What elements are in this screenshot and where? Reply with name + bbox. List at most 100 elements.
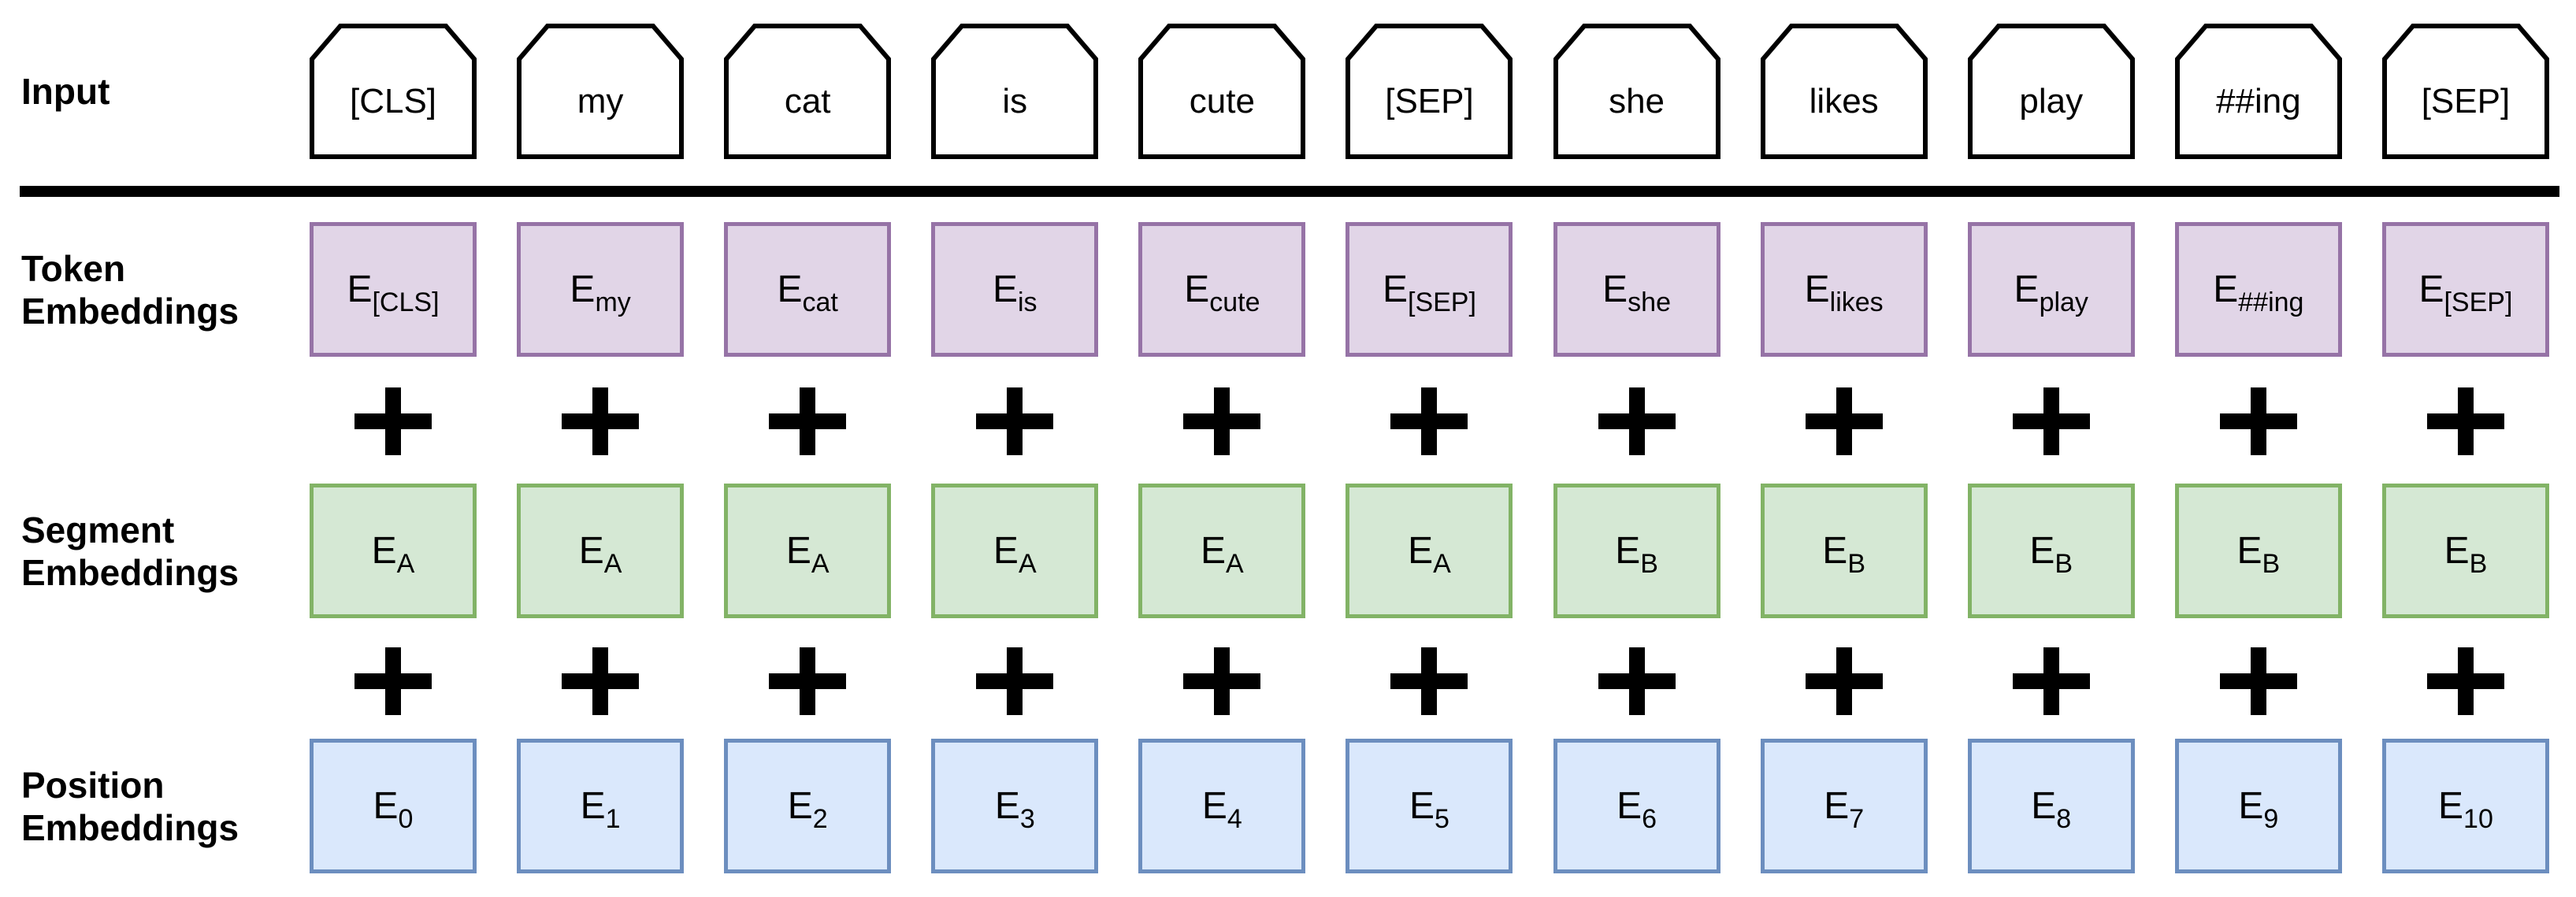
token-tag-shape xyxy=(2174,24,2342,159)
plus-icon xyxy=(2426,387,2504,455)
token-embedding-5: E[SEP] xyxy=(1346,222,1513,357)
embedding-label: EB xyxy=(2444,530,2488,579)
token-text: she xyxy=(1609,82,1665,120)
embedding-label: EA xyxy=(785,530,830,579)
plus-cell-7 xyxy=(1761,387,1928,455)
embedding-label: E6 xyxy=(1616,785,1657,834)
plus-cell-6 xyxy=(1553,647,1720,715)
input-token-2: cat xyxy=(724,24,892,159)
input-token-9: ##ing xyxy=(2174,24,2342,159)
token-text: [SEP] xyxy=(1385,82,1474,120)
input-embeddings-divider xyxy=(20,186,2559,197)
embedding-label: E5 xyxy=(1409,785,1449,834)
input-token-4: cute xyxy=(1138,24,1306,159)
input-token-5: [SEP] xyxy=(1346,24,1513,159)
token-embedding-1: Emy xyxy=(517,222,685,357)
plus-icon xyxy=(976,387,1054,455)
plus-icon xyxy=(2012,647,2090,715)
plus-cell-9 xyxy=(2175,387,2342,455)
plus-cell-10 xyxy=(2382,647,2549,715)
embedding-label: E8 xyxy=(2031,785,2072,834)
token-tag-shape xyxy=(1138,24,1306,159)
row-label-position-embeddings: Position Embeddings xyxy=(21,764,239,848)
plus-cell-7 xyxy=(1761,647,1928,715)
embedding-label: Ecute xyxy=(1184,269,1260,317)
token-tag-shape xyxy=(1346,24,1513,159)
position-embedding-2: E2 xyxy=(724,739,892,873)
token-embedding-4: Ecute xyxy=(1138,222,1306,357)
plus-cell-2 xyxy=(724,647,891,715)
embedding-label: E[CLS] xyxy=(347,269,440,317)
plus-icon xyxy=(769,647,847,715)
embedding-label: EB xyxy=(1822,530,1865,579)
plus-cell-9 xyxy=(2175,647,2342,715)
plus-icon xyxy=(1598,647,1676,715)
position-embedding-0: E0 xyxy=(310,739,477,873)
plus-cell-1 xyxy=(517,647,684,715)
position-embedding-9: E9 xyxy=(2174,739,2342,873)
token-tag-shape xyxy=(931,24,1099,159)
token-embedding-0: E[CLS] xyxy=(310,222,477,357)
segment-embeddings-row: EA EA EA EA EA EA EB EB EB EB EB xyxy=(310,484,2549,618)
position-embedding-10: E10 xyxy=(2381,739,2549,873)
embedding-label: E9 xyxy=(2238,785,2279,834)
plus-icon xyxy=(1390,387,1468,455)
embedding-label: E1 xyxy=(580,785,621,834)
token-text: [CLS] xyxy=(349,82,437,120)
plus-icon xyxy=(562,387,640,455)
embedding-label: EA xyxy=(371,530,415,579)
token-tag-shape xyxy=(724,24,892,159)
plus-icon xyxy=(2219,387,2297,455)
position-embeddings-row: E0 E1 E2 E3 E4 E5 E6 E7 E8 E9 E10 xyxy=(310,739,2549,873)
token-text: ##ing xyxy=(2216,82,2301,120)
position-embedding-8: E8 xyxy=(1967,739,2135,873)
token-text: is xyxy=(1002,82,1028,120)
position-embedding-3: E3 xyxy=(931,739,1099,873)
position-embedding-5: E5 xyxy=(1346,739,1513,873)
input-token-7: likes xyxy=(1760,24,1928,159)
plus-row-2 xyxy=(310,647,2549,715)
segment-embedding-5: EA xyxy=(1346,484,1513,618)
embedding-label: E0 xyxy=(373,785,414,834)
token-embedding-6: Eshe xyxy=(1553,222,1720,357)
token-tag-shape xyxy=(517,24,685,159)
input-token-6: she xyxy=(1553,24,1720,159)
plus-icon xyxy=(2426,647,2504,715)
embedding-label: E2 xyxy=(787,785,828,834)
token-embedding-3: Eis xyxy=(931,222,1099,357)
embedding-label: Ecat xyxy=(777,269,838,317)
plus-icon xyxy=(354,387,432,455)
plus-icon xyxy=(354,647,432,715)
token-tag-shape xyxy=(1967,24,2135,159)
embedding-label: EB xyxy=(1615,530,1658,579)
token-tag-shape xyxy=(1760,24,1928,159)
input-token-10: [SEP] xyxy=(2381,24,2549,159)
segment-embedding-0: EA xyxy=(310,484,477,618)
embedding-label: E7 xyxy=(1824,785,1865,834)
plus-icon xyxy=(2219,647,2297,715)
token-embedding-2: Ecat xyxy=(724,222,892,357)
plus-icon xyxy=(769,387,847,455)
embedding-label: E4 xyxy=(1201,785,1242,834)
embedding-label: E[SEP] xyxy=(1382,269,1476,317)
embedding-label: EA xyxy=(993,530,1037,579)
plus-cell-4 xyxy=(1138,387,1305,455)
position-embedding-7: E7 xyxy=(1760,739,1928,873)
plus-cell-10 xyxy=(2382,387,2549,455)
embedding-label: EA xyxy=(1201,530,1244,579)
token-embedding-9: E##ing xyxy=(2174,222,2342,357)
plus-icon xyxy=(1183,387,1261,455)
segment-embedding-6: EB xyxy=(1553,484,1720,618)
token-text: play xyxy=(2019,82,2084,120)
segment-embedding-10: EB xyxy=(2381,484,2549,618)
embedding-label: EA xyxy=(1408,530,1451,579)
input-token-8: play xyxy=(1967,24,2135,159)
plus-icon xyxy=(1390,647,1468,715)
plus-cell-3 xyxy=(931,647,1098,715)
embedding-label: E##ing xyxy=(2213,269,2304,317)
embedding-label: EB xyxy=(2236,530,2281,579)
plus-cell-3 xyxy=(931,387,1098,455)
plus-icon xyxy=(2012,387,2090,455)
token-embedding-8: Eplay xyxy=(1967,222,2135,357)
